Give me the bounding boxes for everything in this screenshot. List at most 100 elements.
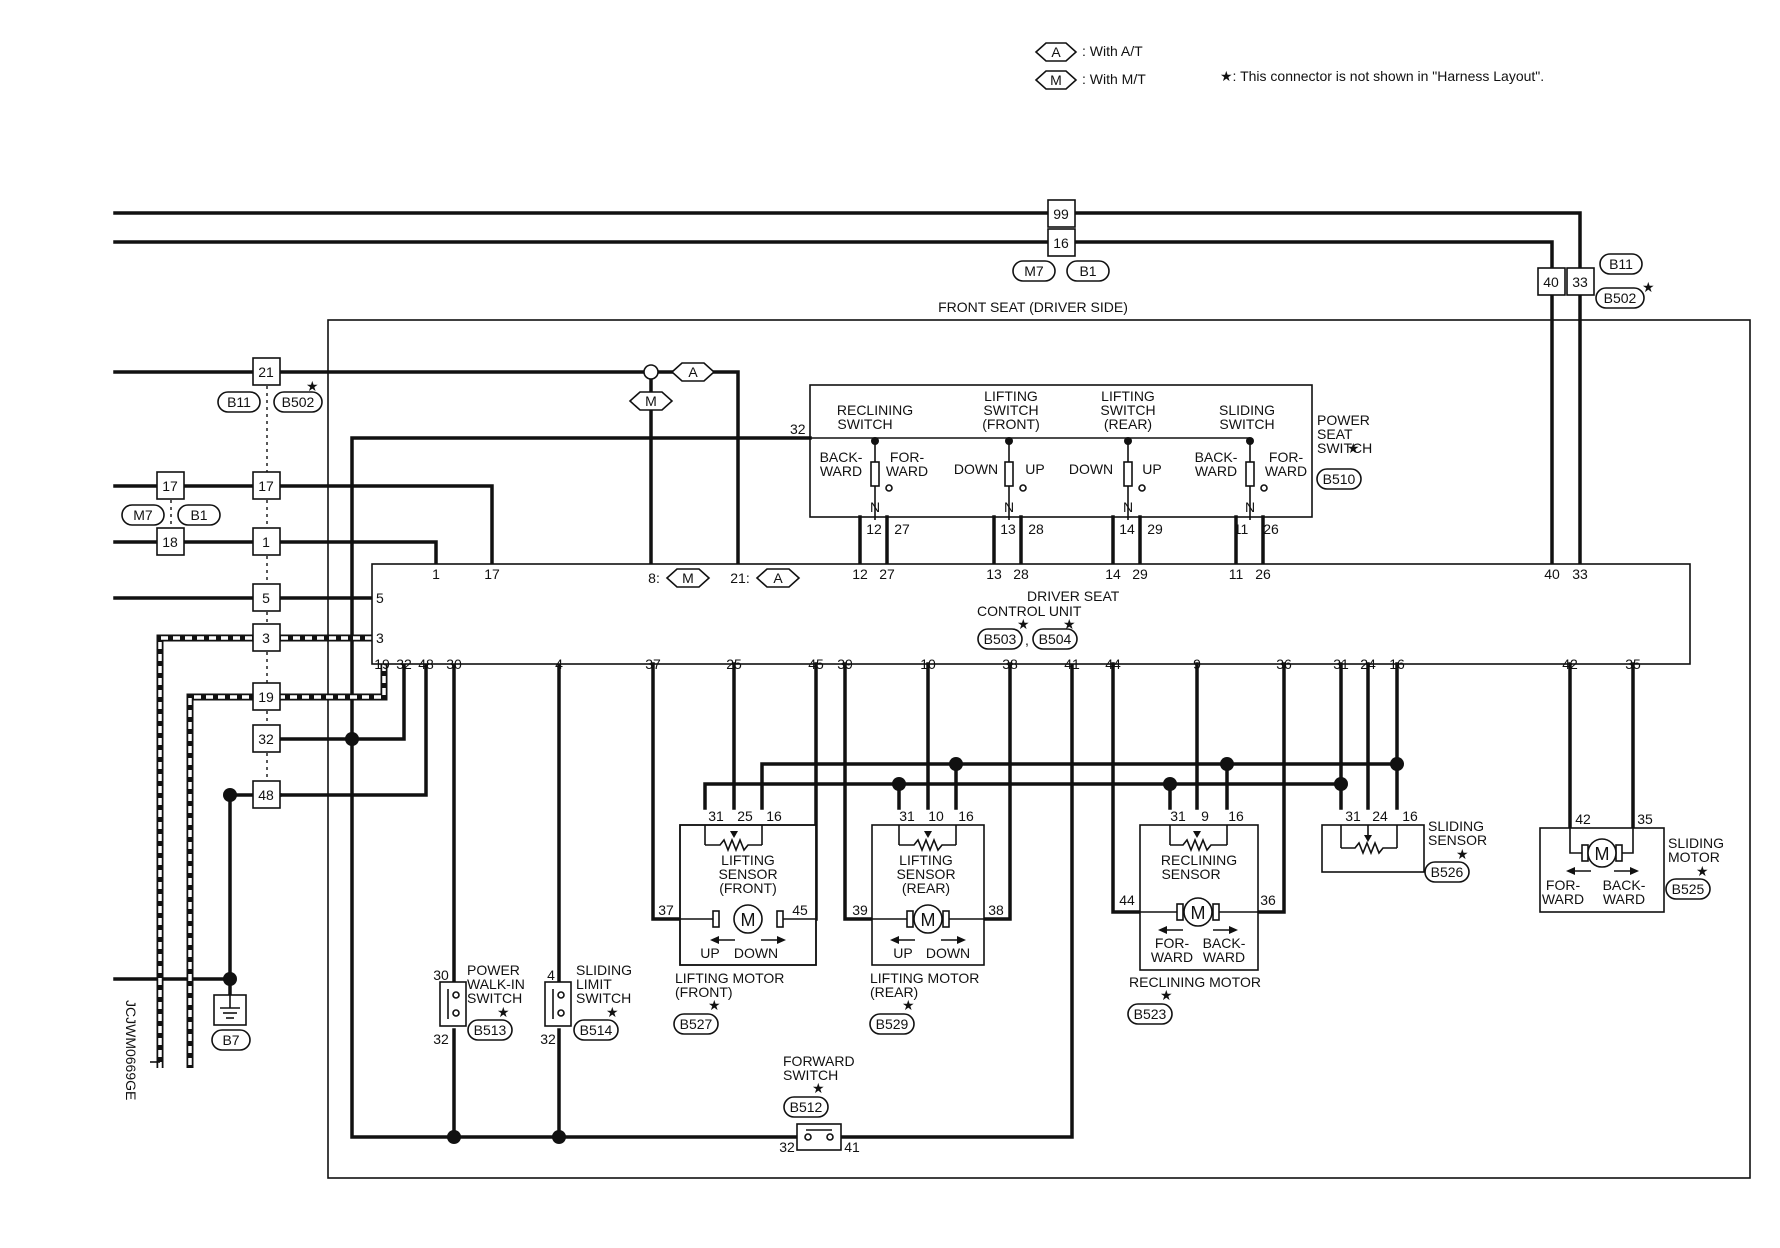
sliding-switch-right-2: WARD: [1265, 463, 1307, 479]
cu-top-pin-17: 17: [484, 566, 500, 582]
ss-pin-16: 16: [1402, 808, 1418, 824]
fs-pin-41: 41: [844, 1139, 860, 1155]
reclining-switch-right-1: FOR-: [890, 449, 925, 465]
sm-name-2: MOTOR: [1668, 849, 1720, 865]
reclining-switch-title-1: RECLINING: [837, 402, 913, 418]
outer-pin-17: 17: [162, 478, 178, 494]
ss-name-1: SLIDING: [1428, 818, 1484, 834]
connector-b513: B513: [474, 1022, 507, 1038]
sl-pin-32: 32: [540, 1031, 556, 1047]
lr-motor-name-1: LIFTING MOTOR: [870, 970, 979, 986]
tag-a-top: [670, 362, 716, 382]
left-pin-21: 21: [258, 364, 274, 380]
reclining-switch-left-2: WARD: [820, 463, 862, 479]
lf-pin-31: 31: [708, 808, 724, 824]
cu-top-pin-26: 26: [1255, 566, 1271, 582]
option-tags: A M: [628, 362, 716, 411]
lifting-rear-switch-pin-29: 29: [1147, 521, 1163, 537]
reclining-switch-left-1: BACK-: [820, 449, 863, 465]
cu-bottom-pin-30: 30: [446, 656, 462, 672]
lr-pin-39: 39: [852, 902, 868, 918]
sliding-switch-left-2: WARD: [1195, 463, 1237, 479]
lr-dir-down: DOWN: [926, 945, 970, 961]
cu-tag-a: A: [773, 570, 783, 586]
star-b513: ★: [497, 1004, 510, 1020]
cu-bottom-pin-48: 48: [418, 656, 434, 672]
cu-top-pin-40: 40: [1544, 566, 1560, 582]
lifting-rear-switch-title-3: (REAR): [1104, 416, 1152, 432]
sm-dir-2: WARD: [1542, 891, 1584, 907]
lf-dir-down: DOWN: [734, 945, 778, 961]
left-pin-3: 3: [262, 630, 270, 646]
fs-pin-32: 32: [779, 1139, 795, 1155]
lf-sensor-2: SENSOR: [718, 866, 777, 882]
outer-pin-18: 18: [162, 534, 178, 550]
power-walkin-switch: 30 32 POWER WALK-IN SWITCH ★ B513: [433, 962, 525, 1047]
legend-a-text: : With A/T: [1082, 43, 1143, 59]
right-pin-40: 40: [1543, 274, 1559, 290]
tag-a-top-text: A: [688, 364, 698, 380]
sm-dir-1: FOR-: [1546, 877, 1581, 893]
sensor-motor-wires: [223, 662, 1635, 1144]
cu-top-pin-33: 33: [1572, 566, 1588, 582]
cu-top-pin-21: 21:: [730, 570, 749, 586]
left-pin-1: 1: [262, 534, 270, 550]
reclining-switch-pin-12: 12: [866, 521, 882, 537]
connector-m7-left: M7: [133, 507, 153, 523]
rc-dir-3: BACK-: [1203, 935, 1246, 951]
sliding-switch-left-1: BACK-: [1195, 449, 1238, 465]
right-pin-33: 33: [1572, 274, 1588, 290]
lf-sensor-3: (FRONT): [719, 880, 777, 896]
star-b502-right: ★: [1642, 279, 1655, 295]
lifting-front-switch-n: N: [1004, 499, 1014, 515]
rc-sensor-1: RECLINING: [1161, 852, 1237, 868]
connector-tag-m7-top: [1012, 260, 1056, 282]
sliding-switch-title-2: SWITCH: [1219, 416, 1274, 432]
lifting-rear-switch-title-2: SWITCH: [1100, 402, 1155, 418]
rc-motor-symbol: M: [1191, 903, 1206, 923]
left-pin-17: 17: [258, 478, 274, 494]
star-b510: ★: [1347, 440, 1360, 456]
connector-tag-b1-top: [1066, 260, 1110, 282]
lf-pin-37: 37: [658, 902, 674, 918]
sliding-switch: SLIDING SWITCH N BACK- WARD FOR- WARD 11…: [1195, 402, 1308, 537]
lr-dir-up: UP: [893, 945, 912, 961]
legend-a-tag-text: A: [1051, 44, 1061, 60]
cu-top-pin-8: 8:: [648, 570, 660, 586]
star-b512: ★: [812, 1080, 825, 1096]
lifting-rear-switch-title-1: LIFTING: [1101, 388, 1155, 404]
connector-b7: B7: [222, 1032, 239, 1048]
cu-top-pin-14: 14: [1105, 566, 1121, 582]
connector-b504: B504: [1039, 631, 1072, 647]
lifting-front-switch-right: UP: [1025, 461, 1044, 477]
legend-m-tag-text: M: [1050, 72, 1062, 88]
lifting-front-switch-left: DOWN: [954, 461, 998, 477]
lf-motor-name-2: (FRONT): [675, 984, 733, 1000]
sliding-switch-title-1: SLIDING: [1219, 402, 1275, 418]
lr-sensor-1: LIFTING: [899, 852, 953, 868]
left-pin-48: 48: [258, 787, 274, 803]
lf-dir-up: UP: [700, 945, 719, 961]
lifting-front-switch-title-2: SWITCH: [983, 402, 1038, 418]
star-b529: ★: [902, 997, 915, 1013]
ss-pin-31: 31: [1345, 808, 1361, 824]
top-pin-16: 16: [1053, 235, 1069, 251]
connector-b529: B529: [876, 1016, 909, 1032]
lifting-rear-switch-n: N: [1123, 499, 1133, 515]
legend-m-text: : With M/T: [1082, 71, 1146, 87]
connector-b526: B526: [1431, 864, 1464, 880]
legend: A : With A/T M : With M/T ★: This connec…: [1034, 42, 1544, 90]
cu-bottom-pin-41: 41: [1064, 656, 1080, 672]
connector-b502-left: B502: [282, 394, 315, 410]
tag-m-top-text: M: [645, 393, 657, 409]
left-pin-19: 19: [258, 689, 274, 705]
top-bus-wires: [113, 211, 1582, 566]
connector-b1-left: B1: [190, 507, 207, 523]
connector-b502-right: B502: [1604, 290, 1637, 306]
pss-pin-32: 32: [790, 421, 806, 437]
lr-motor-name-2: (REAR): [870, 984, 918, 1000]
rc-sensor-2: SENSOR: [1161, 866, 1220, 882]
sm-pin-35: 35: [1637, 811, 1653, 827]
lifting-front-switch-pin-28: 28: [1028, 521, 1044, 537]
